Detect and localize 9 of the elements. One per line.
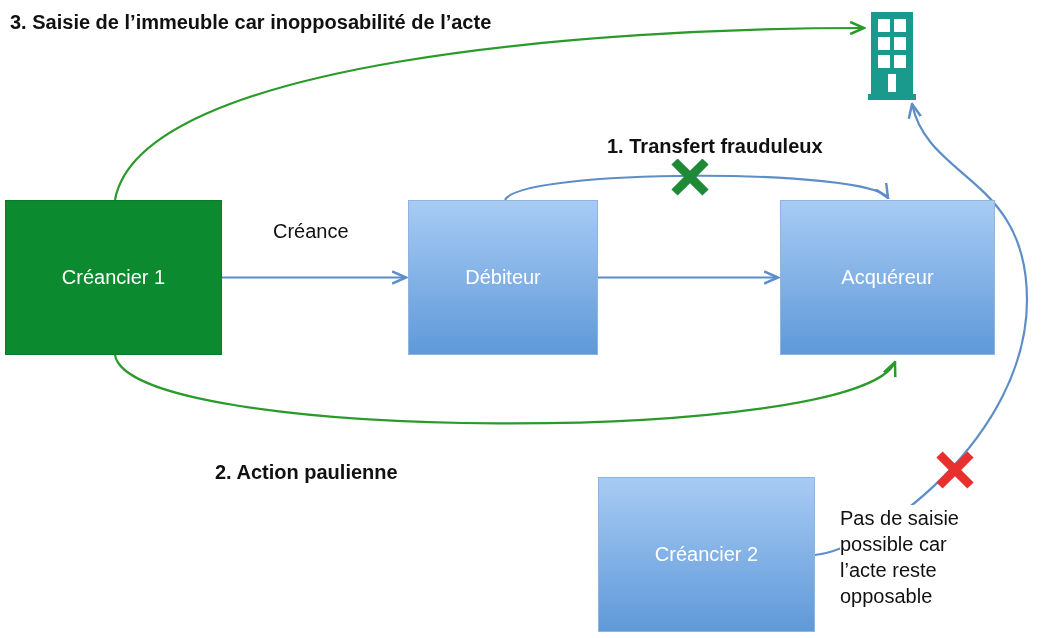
process-box: Créancier 1 (5, 200, 222, 355)
process-box: Acquéreur (780, 200, 995, 355)
building-icon (868, 12, 916, 100)
process-box: Créancier 2 (598, 477, 815, 632)
arrow (598, 270, 780, 285)
process-box: Débiteur (408, 200, 598, 355)
arrow (504, 174, 890, 201)
arrow (222, 270, 408, 285)
arrow (114, 20, 866, 201)
